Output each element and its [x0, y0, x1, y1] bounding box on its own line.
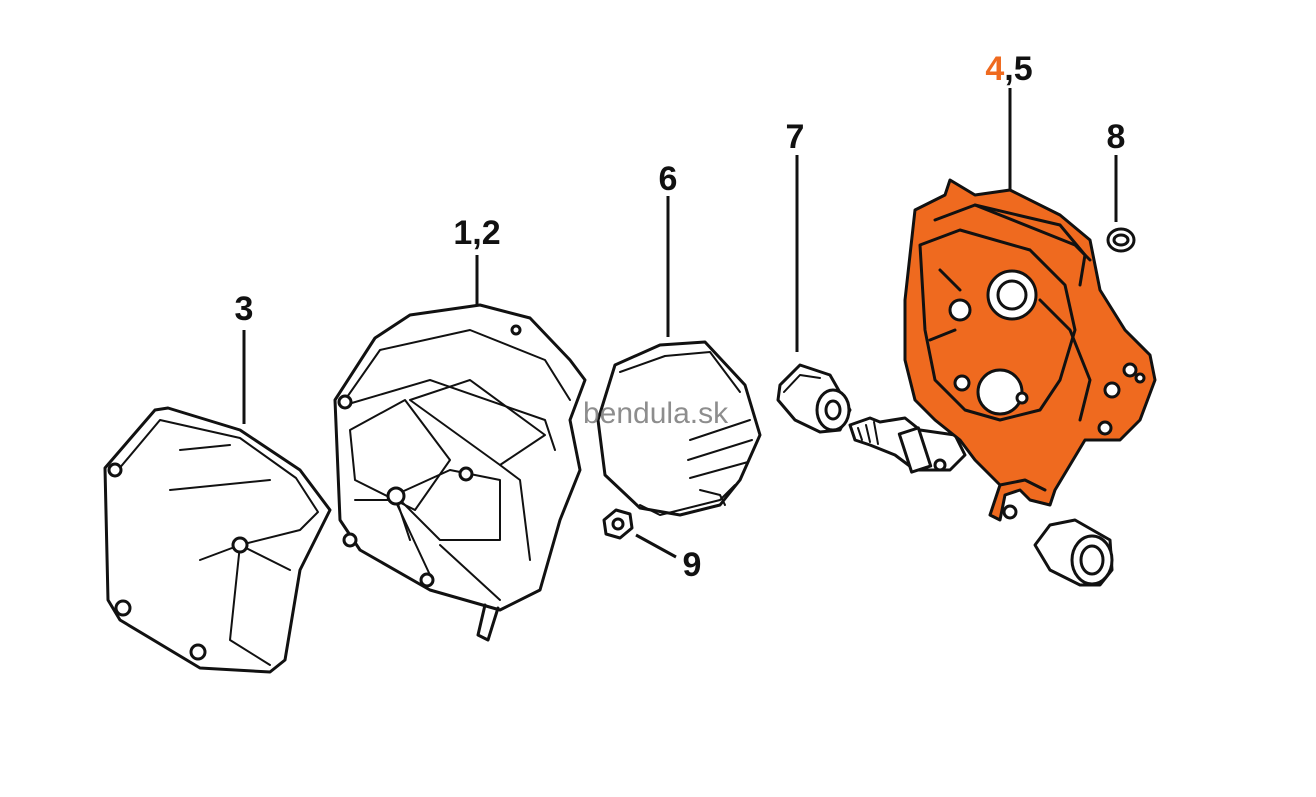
- watermark-text: bendula.sk: [583, 397, 729, 430]
- part-connector: [848, 416, 967, 474]
- part-lower-bushing: [1033, 518, 1114, 587]
- label-part-6: 6: [659, 160, 678, 198]
- label-part-7: 7: [786, 118, 805, 156]
- label-part-4-5: 4,5: [985, 50, 1032, 88]
- part-9-nut: [602, 508, 634, 540]
- part-4-5-housing: [903, 178, 1157, 522]
- label-part-1-2: 1,2: [453, 214, 500, 252]
- label-part-3: 3: [235, 290, 254, 328]
- part-8-o-ring: [1106, 227, 1136, 253]
- part-1-2-filter-housing: [333, 303, 587, 642]
- part-6-cap: [596, 340, 762, 517]
- leader-lines: [242, 88, 1118, 559]
- label-part-5: ,5: [1004, 50, 1032, 88]
- label-part-4-highlight: 4: [985, 50, 1004, 88]
- part-3-cover: [103, 406, 332, 674]
- label-part-8: 8: [1107, 118, 1126, 156]
- label-part-9: 9: [683, 546, 702, 584]
- part-7-bushing: [776, 363, 852, 434]
